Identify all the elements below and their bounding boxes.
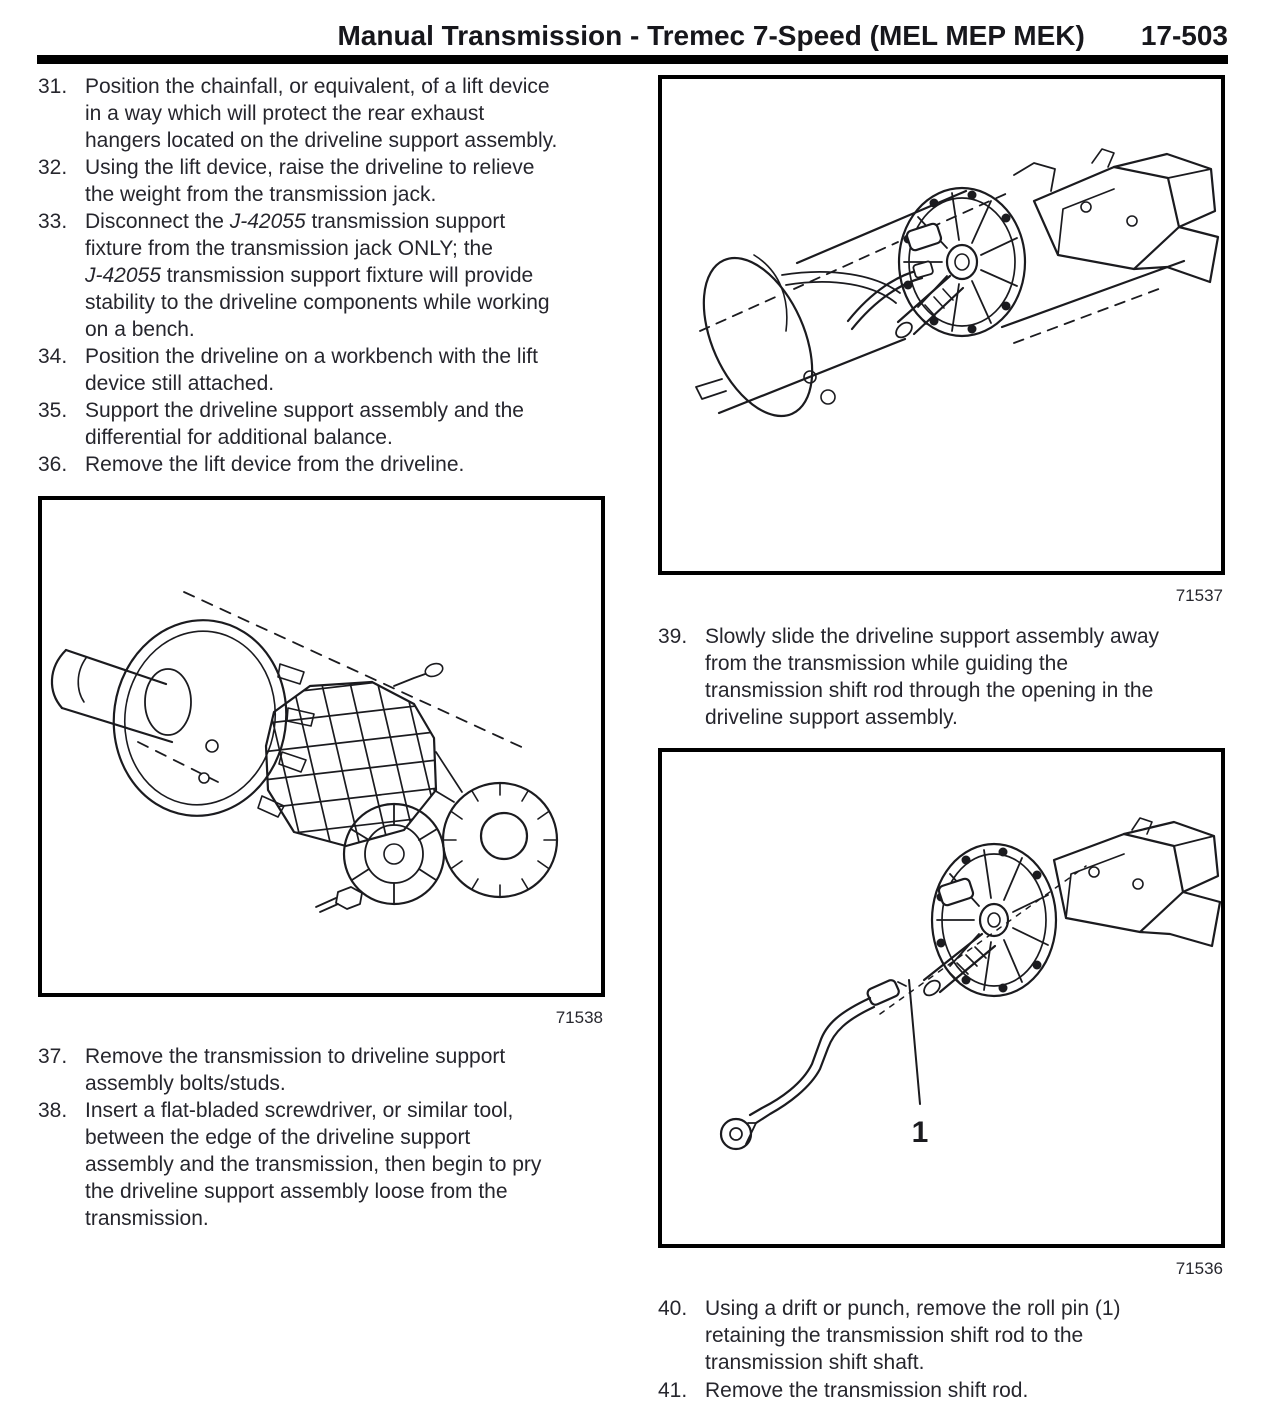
- step-number: 32.: [38, 156, 68, 179]
- step-40: 40. Using a drift or punch, remove the r…: [658, 1295, 1121, 1376]
- figure-caption-71538: 71538: [555, 1008, 603, 1027]
- step-text: Remove the transmission shift rod.: [705, 1379, 1029, 1402]
- step-text: Position the driveline on a workbench wi…: [85, 345, 538, 395]
- step-number: 35.: [38, 399, 68, 422]
- step-35: 35. Support the driveline support assemb…: [38, 397, 524, 451]
- step-41: 41. Remove the transmission shift rod.: [658, 1377, 1028, 1404]
- step-37: 37. Remove the transmission to driveline…: [38, 1043, 505, 1097]
- callout-1-label: 1: [912, 1116, 929, 1149]
- step-number: 38.: [38, 1099, 68, 1122]
- step-number: 33.: [38, 210, 68, 233]
- step-text: Remove the transmission to driveline sup…: [85, 1045, 506, 1095]
- step-text: Slowly slide the driveline support assem…: [705, 625, 1160, 729]
- step-number: 31.: [38, 75, 68, 98]
- step-text: Position the chainfall, or equivalent, o…: [85, 75, 558, 152]
- figure-71537: [658, 75, 1225, 575]
- page-header: Manual Transmission - Tremec 7-Speed (ME…: [337, 20, 1228, 52]
- step-number: 36.: [38, 453, 68, 476]
- step-34: 34. Position the driveline on a workbenc…: [38, 343, 538, 397]
- step-number: 40.: [658, 1297, 688, 1320]
- step-number: 37.: [38, 1045, 68, 1068]
- step-text: Using the lift device, raise the driveli…: [85, 156, 535, 206]
- step-text: Remove the lift device from the drivelin…: [85, 453, 465, 476]
- step-number: 34.: [38, 345, 68, 368]
- figure-caption-71536: 71536: [1175, 1259, 1223, 1278]
- step-number: 41.: [658, 1379, 688, 1402]
- driveline-assembly-illustration: [50, 591, 559, 913]
- step-text: Using a drift or punch, remove the roll …: [705, 1297, 1121, 1374]
- figure-caption-71537: 71537: [1175, 586, 1223, 605]
- page-number: 17-503: [1140, 20, 1228, 51]
- step-32: 32. Using the lift device, raise the dri…: [38, 154, 534, 208]
- step-text: Disconnect the J-42055 transmission supp…: [85, 210, 550, 341]
- step-36: 36. Remove the lift device from the driv…: [38, 451, 464, 478]
- shift-rod-removal-illustration: 1: [719, 817, 1222, 1151]
- header-rule: [37, 55, 1228, 64]
- step-39: 39. Slowly slide the driveline support a…: [658, 623, 1159, 731]
- step-38: 38. Insert a flat-bladed screwdriver, or…: [38, 1097, 541, 1232]
- step-33: 33. Disconnect the J-42055 transmission …: [38, 208, 550, 343]
- step-text: Support the driveline support assembly a…: [85, 399, 524, 449]
- figure-71538: [38, 496, 605, 997]
- figure-71536: 1: [658, 748, 1225, 1248]
- step-text: Insert a flat-bladed screwdriver, or sim…: [85, 1099, 542, 1230]
- step-number: 39.: [658, 625, 688, 648]
- step-31: 31. Position the chainfall, or equivalen…: [38, 73, 557, 154]
- driveline-slide-illustration: [695, 148, 1220, 418]
- page-title: Manual Transmission - Tremec 7-Speed (ME…: [337, 20, 1085, 51]
